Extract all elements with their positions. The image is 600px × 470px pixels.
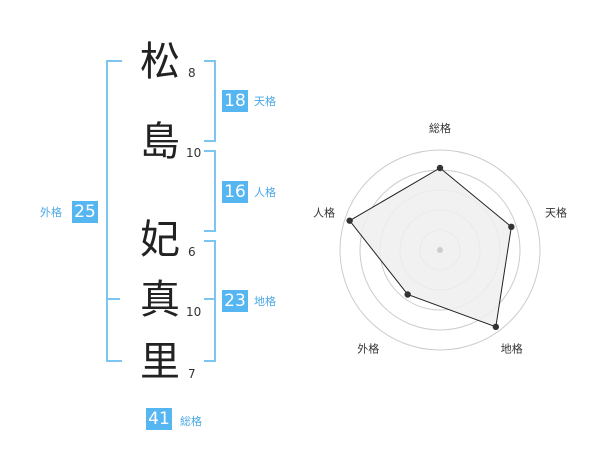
soukaku-value: 41 — [146, 408, 172, 430]
radar-point-5 — [346, 217, 353, 224]
stroke-count-2: 10 — [186, 146, 202, 160]
chikaku-value: 23 — [222, 290, 248, 312]
radar-axis-label-4: 外格 — [357, 342, 379, 356]
radar-area — [348, 167, 512, 328]
radar-point-1 — [436, 164, 444, 172]
radar-center-point — [437, 247, 443, 253]
name-char-4: 真 — [140, 277, 180, 323]
stroke-count-1: 8 — [188, 66, 196, 80]
tenkaku-label: 天格 — [254, 95, 276, 108]
radar-axis-label-3: 地格 — [501, 342, 523, 356]
gaikaku-label: 外格 — [40, 206, 62, 219]
name-char-2: 島 — [140, 119, 180, 165]
tenkaku-bracket — [204, 60, 216, 142]
stroke-count-4: 10 — [186, 305, 202, 319]
radar-axis-label-2: 天格 — [545, 205, 567, 219]
jinkaku-value: 16 — [222, 181, 248, 203]
chikaku-label: 地格 — [254, 295, 276, 308]
radar-point-2 — [508, 223, 515, 231]
chikaku-bracket — [204, 240, 216, 362]
tenkaku-value: 18 — [222, 90, 248, 112]
name-char-3: 妃 — [140, 217, 180, 263]
radar-grid-ring — [339, 149, 541, 351]
chikaku-bracket-divider — [204, 298, 214, 300]
gaikaku-bracket-divider — [106, 298, 120, 300]
radar-axis-label-5: 人格 — [313, 205, 335, 219]
stroke-count-3: 6 — [188, 245, 196, 259]
radar-point-3 — [492, 323, 500, 331]
radar-point-4 — [404, 291, 411, 298]
name-char-5: 里 — [140, 339, 180, 385]
radar-axis-label-1: 総格 — [429, 121, 451, 135]
stroke-count-5: 7 — [188, 367, 196, 381]
gaikaku-bracket — [106, 60, 122, 362]
name-char-1: 松 — [140, 39, 180, 85]
jinkaku-bracket — [204, 150, 216, 232]
jinkaku-label: 人格 — [254, 186, 276, 199]
gaikaku-value: 25 — [72, 201, 98, 223]
soukaku-label: 総格 — [180, 415, 202, 428]
